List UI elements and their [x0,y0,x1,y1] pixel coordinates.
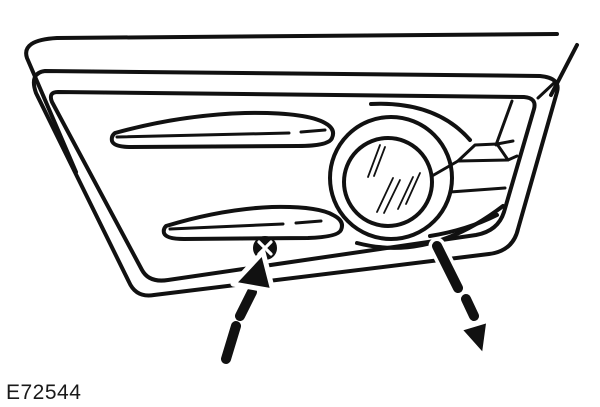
vent-slot-upper-dash [299,128,327,134]
vent-slot-upper [109,110,336,149]
mount-tab [456,142,510,163]
lens-glare-lines [367,144,421,214]
vent-slot-lower-line [168,222,285,231]
corner-tick [536,81,556,100]
recessed-face-outline [48,90,537,283]
vent-slot-lower-dash [294,219,323,225]
vent-slot-lower [161,204,344,241]
headliner-right-edge [549,43,579,97]
vent-slot-upper-line [115,131,291,139]
lamp-bezel [328,115,454,241]
headliner-outline [24,32,559,174]
tab-top-extension [495,139,515,146]
rotate-arc-bottom-inner [428,213,499,238]
figure-label: E72544 [6,381,82,404]
arrow-down-icon [428,237,492,360]
tab-to-bezel-line [430,159,460,178]
right-strip-line [494,99,514,147]
lamp-lens [342,136,434,228]
tab-side-extension [506,154,519,162]
arrow-up-icon [217,249,276,368]
rotate-arc-top [369,101,472,142]
channel-bottom-line [448,186,507,194]
lamp-panel [31,69,560,298]
